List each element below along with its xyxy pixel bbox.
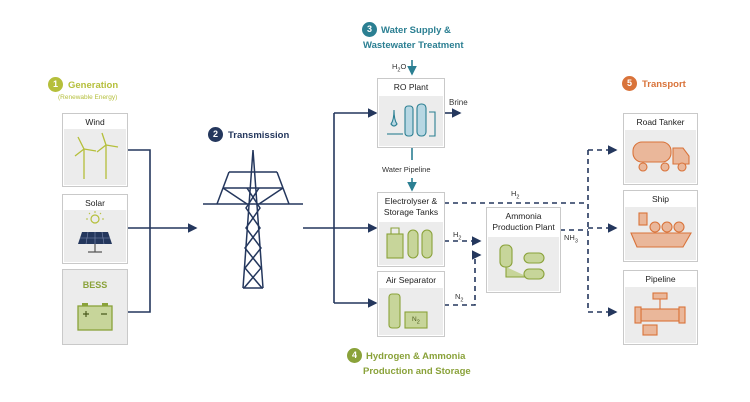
transmission-tower-icon	[203, 149, 303, 289]
air-separator-art: N2	[379, 288, 443, 335]
transmission-step-number: 2	[208, 127, 223, 142]
water-title-line1: Water Supply &	[381, 25, 451, 36]
n2-tag: N2	[412, 316, 420, 326]
hydrogen-title-line1: Hydrogen & Ammonia	[366, 351, 466, 362]
ship-art	[625, 207, 696, 260]
electrolyser-box: Electrolyser & Storage Tanks	[377, 192, 445, 267]
battery-icon	[77, 303, 113, 331]
electrolyser-art	[379, 222, 443, 265]
wind-turbine-icon	[74, 132, 119, 179]
ship-box: Ship	[623, 190, 698, 262]
h2-side-label: H2	[453, 230, 462, 242]
generation-step-number: 1	[48, 77, 63, 92]
road-tanker-icon	[632, 141, 690, 172]
road-tanker-box: Road Tanker	[623, 113, 698, 185]
electrolyser-label-line2: Storage Tanks	[383, 207, 439, 217]
ship-label: Ship	[651, 194, 669, 204]
h2-top-label: H2	[511, 189, 520, 201]
ammonia-art	[488, 237, 559, 291]
ro-plant-label: RO Plant	[393, 82, 429, 92]
air-separator-label: Air Separator	[385, 275, 437, 285]
transport-step-number: 5	[622, 76, 637, 91]
ammonia-plant-box: Ammonia Production Plant	[486, 207, 561, 293]
generation-title: Generation	[68, 80, 119, 91]
road-tanker-art	[625, 130, 696, 183]
wind-art	[64, 129, 126, 185]
bess-label: BESS	[82, 280, 108, 290]
transport-title: Transport	[642, 79, 686, 90]
ro-plant-icon	[387, 103, 436, 137]
wind-box: Wind	[62, 113, 128, 187]
hydrogen-title-line2: Production and Storage	[363, 366, 471, 377]
electrolyser-label-line1: Electrolyser &	[384, 196, 438, 206]
air-separator-icon	[388, 293, 428, 329]
solar-box: Solar	[62, 194, 128, 264]
solar-art	[64, 210, 126, 262]
water-step-number: 3	[362, 22, 377, 37]
hydrogen-step-number: 4	[347, 348, 362, 363]
ammonia-label-line2: Production Plant	[492, 222, 555, 232]
pipeline-icon	[634, 292, 686, 336]
generation-subtitle: (Renewable Energy)	[58, 94, 118, 101]
ammonia-label-line1: Ammonia	[505, 211, 542, 221]
pipeline-label: Pipeline	[645, 274, 676, 284]
pipeline-box: Pipeline	[623, 270, 698, 345]
road-tanker-label: Road Tanker	[636, 117, 685, 127]
ship-icon	[630, 212, 692, 248]
pipeline-art	[625, 287, 696, 343]
wind-label: Wind	[85, 117, 105, 127]
bess-box: BESS	[62, 269, 128, 345]
electrolyser-icon	[386, 227, 433, 259]
water-title-line2: Wastewater Treatment	[363, 40, 464, 51]
solar-panel-icon	[78, 211, 112, 253]
air-separator-box: Air Separator N2	[377, 271, 445, 337]
nh3-label: NH3	[564, 233, 578, 245]
h2o-label: H2O	[392, 62, 407, 74]
brine-label: Brine	[449, 98, 468, 107]
ammonia-plant-icon	[499, 244, 545, 280]
transmission-title: Transmission	[228, 130, 290, 141]
solar-label: Solar	[85, 198, 105, 208]
ro-plant-art	[379, 96, 443, 146]
n2-label: N2	[455, 292, 464, 304]
ro-plant-box: RO Plant	[377, 78, 445, 148]
water-pipeline-label: Water Pipeline	[382, 165, 431, 174]
